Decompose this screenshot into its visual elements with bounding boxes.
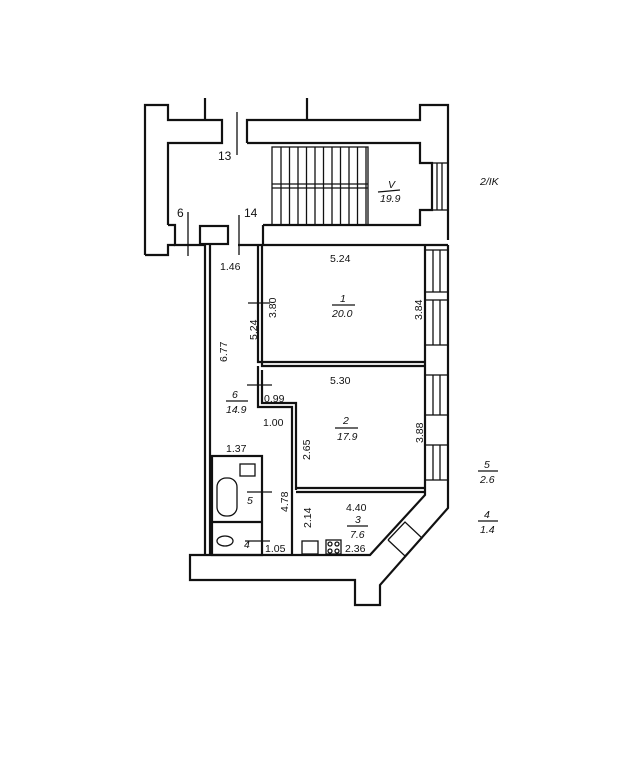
legend-room-5-number: 5 (484, 459, 490, 471)
door-mark-13: 13 (218, 149, 232, 163)
door-mark-14: 14 (244, 206, 258, 220)
stairwell-number: V (388, 179, 396, 191)
legend-room-5-area: 2.6 (479, 474, 495, 486)
toilet-icon (216, 535, 234, 547)
room-1-length-right: 3.84 (413, 299, 425, 320)
room-6-length: 6.77 (218, 341, 230, 362)
room-2-notch-width: 0.99 (264, 393, 285, 405)
room-5-width: 1.37 (226, 443, 247, 455)
room-2-notch-height: 1.00 (263, 417, 284, 429)
room-3-length: 2.14 (302, 507, 314, 528)
room-2-length: 2.65 (301, 439, 313, 460)
room-6-width: 1.46 (220, 261, 241, 273)
apartment-walls (188, 245, 450, 607)
room-1-width: 5.24 (330, 253, 351, 265)
room-6-area: 14.9 (226, 404, 247, 416)
room-4-number: 4 (244, 539, 250, 551)
room-1-number: 1 (340, 293, 346, 305)
legend-room-4-number: 4 (484, 509, 490, 521)
room-5-number: 5 (247, 495, 253, 507)
room-1-area: 20.0 (331, 308, 353, 320)
room-6-length-lower: 4.78 (279, 491, 291, 512)
room-2-width: 5.30 (330, 375, 351, 387)
room-2-number: 2 (342, 415, 349, 427)
room-3-number: 3 (355, 514, 361, 526)
door-mark-6: 6 (177, 206, 184, 220)
stairwell-area: 19.9 (380, 193, 401, 205)
room-6-length-inner: 5.24 (248, 319, 260, 340)
room-2-area: 17.9 (337, 431, 358, 443)
room-6-number: 6 (232, 389, 238, 401)
room-3-area: 7.6 (350, 529, 365, 541)
sheet-label: 2/IK (479, 176, 500, 188)
sink-icon (239, 463, 256, 477)
legend-room-4-area: 1.4 (480, 524, 495, 536)
room-2-length-right: 3.88 (414, 422, 426, 443)
stairwell-walls (143, 98, 450, 257)
kitchen-sink-icon (301, 540, 319, 555)
room-3-width: 4.40 (346, 502, 367, 514)
bathtub-icon (216, 477, 238, 517)
stairs (271, 146, 369, 226)
door-marks (187, 112, 240, 256)
room-3-bottom: 2.36 (345, 543, 366, 555)
stove-icon (325, 539, 342, 555)
room-4-width: 1.05 (265, 543, 286, 555)
room-1-length: 3.80 (267, 297, 279, 318)
